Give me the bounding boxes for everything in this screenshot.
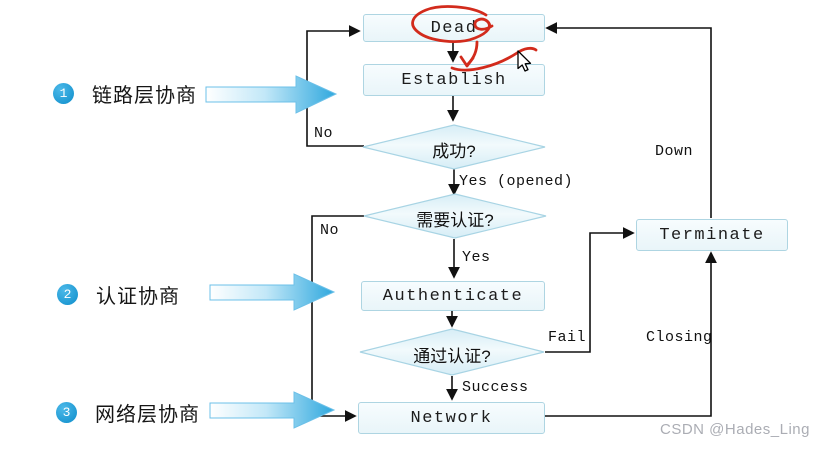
- edge-label-no-mid: No: [320, 222, 340, 239]
- edge-label-down: Down: [655, 143, 694, 160]
- edge-label-success: Success: [462, 379, 529, 396]
- legend-item-auth: 2 认证协商: [57, 280, 180, 309]
- decision-diamond-pass-auth: [359, 328, 545, 376]
- legend-label-2: 认证协商: [96, 286, 180, 308]
- edge-label-fail: Fail: [548, 329, 587, 346]
- edge-terminate-down-dead: [545, 22, 712, 218]
- edge-label-closing: Closing: [646, 329, 713, 346]
- node-terminate: Terminate: [636, 219, 788, 251]
- blue-arrow-icon-2: [209, 273, 336, 311]
- legend-item-network-layer: 3 网络层协商: [56, 398, 200, 427]
- blue-arrow-icon-1: [205, 75, 338, 114]
- edge-network-closing-terminate: [543, 251, 717, 417]
- edge-label-no-top: No: [314, 125, 334, 142]
- decision-label-pass-auth: 通过认证?: [413, 347, 491, 366]
- decision-diamond-success: [362, 124, 546, 170]
- edge-passauth-fail-terminate: [545, 227, 635, 353]
- legend-label-3: 网络层协商: [95, 404, 200, 426]
- edge-needauth-no-network: [311, 215, 364, 422]
- edge-label-yes-opened: Yes (opened): [459, 173, 574, 190]
- legend-arrows: [205, 75, 338, 429]
- decision-label-need-auth: 需要认证?: [416, 211, 494, 230]
- csdn-watermark: CSDN @Hades_Ling: [660, 421, 810, 438]
- legend-badge-3: 3: [56, 402, 77, 423]
- node-network: Network: [358, 402, 545, 434]
- legend-item-link-layer: 1 链路层协商: [53, 79, 197, 108]
- decision-diamond-need-auth: [363, 193, 547, 239]
- node-dead: Dead: [363, 14, 545, 42]
- legend-badge-1: 1: [53, 83, 74, 104]
- flow-edges: [306, 22, 717, 422]
- node-establish: Establish: [363, 64, 545, 96]
- node-authenticate: Authenticate: [361, 281, 545, 311]
- legend-label-1: 链路层协商: [92, 85, 197, 107]
- blue-arrow-icon-3: [209, 391, 336, 429]
- legend-badge-2: 2: [57, 284, 78, 305]
- edge-label-yes: Yes: [462, 249, 491, 266]
- decision-label-success: 成功?: [432, 142, 476, 161]
- decision-diamonds: [359, 124, 547, 376]
